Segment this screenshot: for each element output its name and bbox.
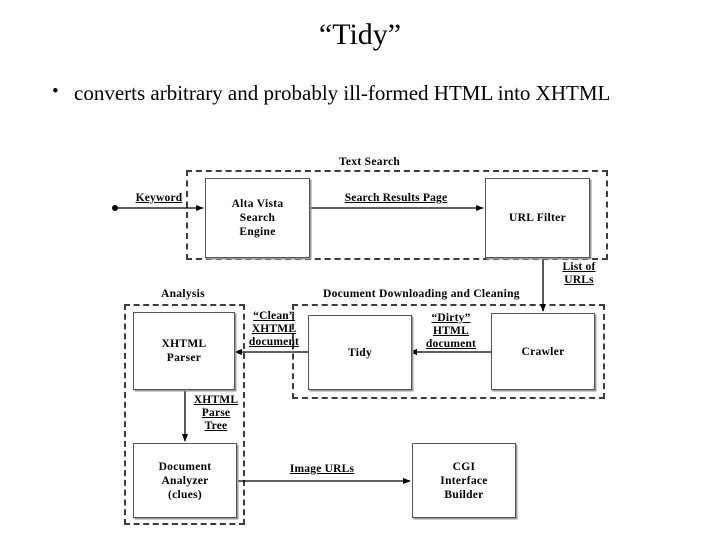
- node-label-alta-vista-search-engine: Alta Vista Search Engine: [231, 198, 284, 238]
- bullet-item: • converts arbitrary and probably ill-fo…: [52, 78, 652, 108]
- edge-label-keyword: Keyword: [135, 192, 183, 204]
- edge-label-dirty-html-document: “Dirty” HTML document: [425, 312, 477, 350]
- edge-label-clean-xhtml-document: “Clean” XHTML document: [248, 310, 300, 348]
- group-label-analysis: Analysis: [158, 288, 208, 301]
- page-title: “Tidy”: [318, 18, 402, 51]
- node-label-xhtml-parser: XHTML Parser: [161, 338, 207, 364]
- node-crawler[interactable]: Crawler: [491, 313, 595, 390]
- node-label-document-analyzer: Document Analyzer (clues): [158, 460, 212, 501]
- edge-label-image-urls: Image URLs: [289, 463, 355, 475]
- node-document-analyzer[interactable]: Document Analyzer (clues): [133, 443, 237, 518]
- node-alta-vista-search-engine[interactable]: Alta Vista Search Engine: [205, 178, 310, 258]
- node-tidy[interactable]: Tidy: [308, 315, 412, 390]
- group-label-text-search: Text Search: [336, 156, 404, 169]
- edge-label-xhtml-parse-tree: XHTML Parse Tree: [193, 394, 239, 432]
- node-url-filter[interactable]: URL Filter: [485, 178, 590, 258]
- node-label-url-filter: URL Filter: [509, 212, 566, 224]
- group-box-text-search: [186, 170, 608, 260]
- node-xhtml-parser[interactable]: XHTML Parser: [133, 312, 235, 390]
- bullet-marker-icon: •: [52, 81, 59, 102]
- node-label-cgi-interface-builder: CGI Interface Builder: [440, 460, 488, 501]
- bullet-text: converts arbitrary and probably ill-form…: [74, 81, 611, 105]
- node-cgi-interface-builder[interactable]: CGI Interface Builder: [412, 443, 516, 518]
- group-label-document-downloading: Document Downloading and Cleaning: [320, 288, 523, 301]
- edge-label-search-results-page: Search Results Page: [344, 192, 448, 204]
- node-label-crawler: Crawler: [521, 345, 565, 358]
- node-label-tidy: Tidy: [347, 346, 372, 359]
- edge-label-list-of-urls: List of URLs: [562, 261, 596, 286]
- group-box-analysis: [124, 304, 245, 525]
